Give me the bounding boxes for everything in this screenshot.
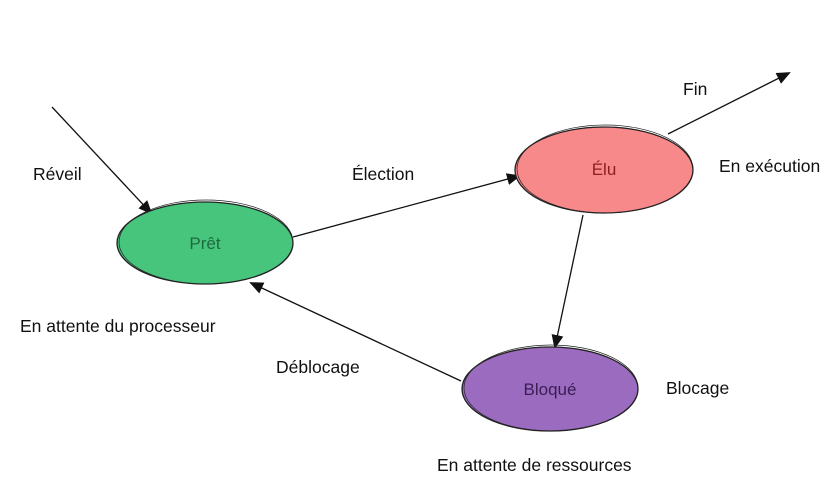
pret-note: En attente du processeur <box>20 316 216 336</box>
state-elu-outline-sketch <box>516 124 694 214</box>
blocage-arrow <box>551 214 584 349</box>
state-bloque-label: Bloqué <box>524 380 577 399</box>
bloque-note: En attente de ressources <box>437 455 632 475</box>
state-elu-label: Élu <box>592 160 617 179</box>
fin-arrow <box>667 72 791 135</box>
election-arrow <box>292 173 521 238</box>
elu-note: En exécution <box>719 156 820 176</box>
transition-blocage-label: Blocage <box>666 378 729 398</box>
transition-fin-label: Fin <box>683 79 707 99</box>
transition-deblocage-label: Déblocage <box>276 357 360 377</box>
state-bloque[interactable]: Bloqué <box>461 344 639 432</box>
state-elu[interactable]: Élu <box>514 124 694 214</box>
state-bloque-outline-sketch <box>463 344 639 432</box>
state-pret[interactable]: Prêt <box>116 199 294 285</box>
reveil-arrow <box>51 106 153 215</box>
transition-reveil-label: Réveil <box>33 164 82 184</box>
state-pret-label: Prêt <box>189 234 220 253</box>
transition-election-label: Élection <box>352 164 414 184</box>
deblocage-arrow <box>249 282 462 382</box>
state-pret-outline-sketch <box>118 199 294 285</box>
